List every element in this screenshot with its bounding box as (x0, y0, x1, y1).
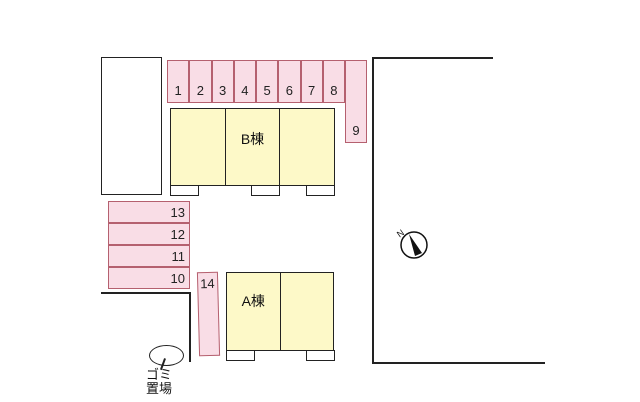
parking-space-11: 11 (108, 245, 190, 267)
boundary-line-left-v (189, 292, 191, 362)
parking-space-12: 12 (108, 223, 190, 245)
parking-space-6: 6 (278, 60, 301, 103)
boundary-line-right-top (372, 57, 493, 59)
parking-space-10: 10 (108, 267, 190, 289)
parking-space-7: 7 (300, 60, 323, 103)
building-b-step-2 (251, 185, 280, 196)
garbage-area-oval (149, 345, 184, 366)
parking-space-9: 9 (345, 60, 367, 143)
svg-text:N: N (396, 227, 406, 239)
building-b-unit-2: B棟 (226, 109, 281, 185)
parking-row-top: 1 2 3 4 5 6 7 8 (167, 60, 345, 103)
building-b: B棟 (170, 108, 335, 186)
parking-space-2: 2 (189, 60, 212, 103)
boundary-line-right-bottom (372, 362, 545, 364)
building-a-unit-2 (281, 273, 334, 350)
boundary-line-right-v (372, 57, 374, 363)
compass-north-icon: N (395, 226, 430, 262)
parking-space-5: 5 (256, 60, 279, 103)
garbage-label: ゴミ 置場 (146, 367, 173, 396)
parking-space-13: 13 (108, 201, 190, 223)
boundary-line-left-h (101, 292, 191, 294)
parking-space-3: 3 (211, 60, 234, 103)
parking-space-14: 14 (196, 271, 221, 357)
parking-space-4: 4 (233, 60, 256, 103)
parking-space-8: 8 (322, 60, 345, 103)
building-b-step-3 (306, 185, 335, 196)
building-b-step-1 (170, 185, 199, 196)
building-b-unit-1 (171, 109, 226, 185)
building-b-unit-3 (280, 109, 334, 185)
parking-space-1: 1 (167, 60, 190, 103)
parking-column-left: 13 12 11 10 (108, 201, 190, 289)
neighbor-building-left (101, 57, 162, 195)
building-a-step-1 (226, 350, 255, 361)
building-a-unit-1: A棟 (227, 273, 281, 350)
building-a: A棟 (226, 272, 334, 351)
building-a-step-2 (306, 350, 335, 361)
